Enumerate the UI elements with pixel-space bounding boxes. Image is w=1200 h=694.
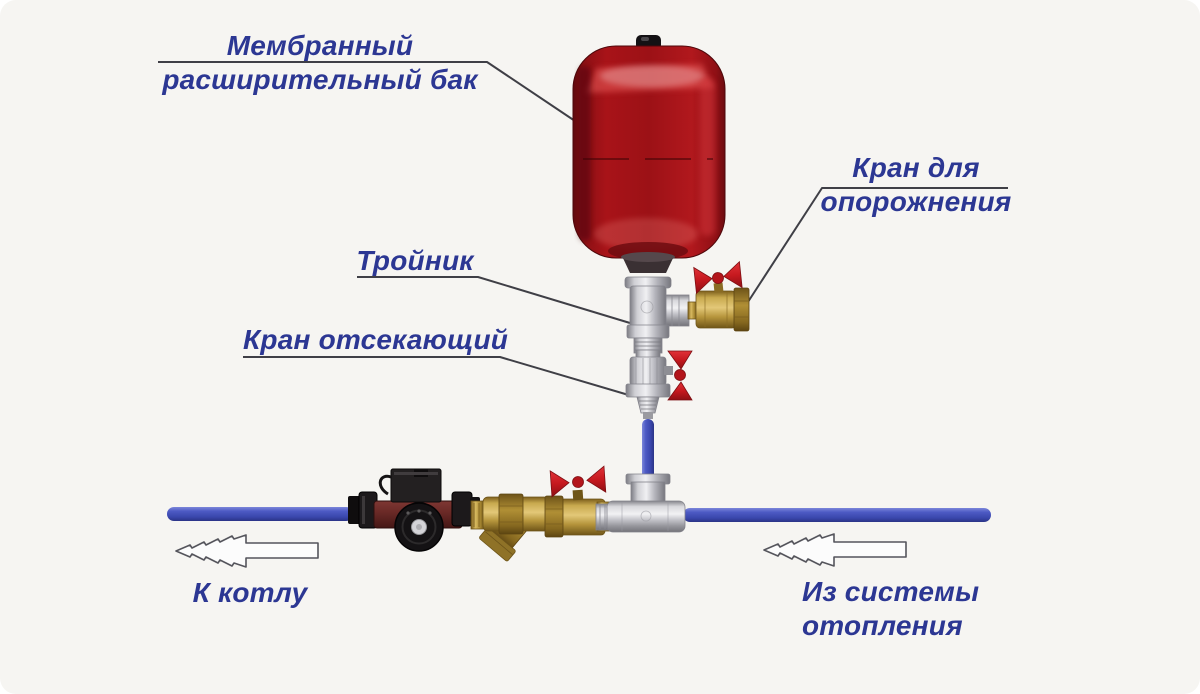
label-from-heating: Из системы отопления bbox=[802, 577, 979, 641]
flow-arrow-left bbox=[175, 534, 319, 568]
strainer-filter bbox=[470, 493, 550, 562]
circulation-pump bbox=[348, 468, 480, 552]
label-tee: Тройник bbox=[356, 245, 474, 276]
shutoff-valve-handle bbox=[664, 350, 693, 401]
main-pipe-right bbox=[683, 508, 991, 522]
label-to-boiler: К котлу bbox=[192, 577, 308, 608]
ball-valve-handle bbox=[549, 465, 607, 501]
label-from-heating-line2: отопления bbox=[802, 610, 963, 641]
flow-arrows bbox=[175, 533, 907, 568]
drain-valve bbox=[687, 260, 750, 332]
leader-lines bbox=[158, 61, 1008, 397]
label-drain-valve: Кран для опорожнения bbox=[818, 153, 1014, 217]
main-pipe-left bbox=[167, 507, 353, 521]
tee-fitting bbox=[624, 276, 690, 354]
label-drain-valve-line2: опорожнения bbox=[820, 186, 1012, 217]
label-expansion-tank-line2: расширительный бак bbox=[162, 64, 478, 95]
expansion-tank bbox=[572, 35, 726, 273]
label-shutoff-valve: Кран отсекающий bbox=[243, 324, 509, 355]
drain-valve-handle bbox=[693, 260, 743, 295]
main-line-tee bbox=[595, 473, 686, 533]
label-expansion-tank: Мембранный расширительный бак bbox=[150, 31, 490, 95]
shutoff-valve bbox=[625, 349, 693, 419]
label-drain-valve-line1: Кран для bbox=[852, 152, 980, 183]
flow-arrow-right bbox=[763, 533, 907, 567]
riser-pipe bbox=[642, 419, 654, 479]
label-from-heating-line1: Из системы bbox=[802, 576, 980, 607]
label-expansion-tank-line1: Мембранный bbox=[226, 30, 414, 61]
